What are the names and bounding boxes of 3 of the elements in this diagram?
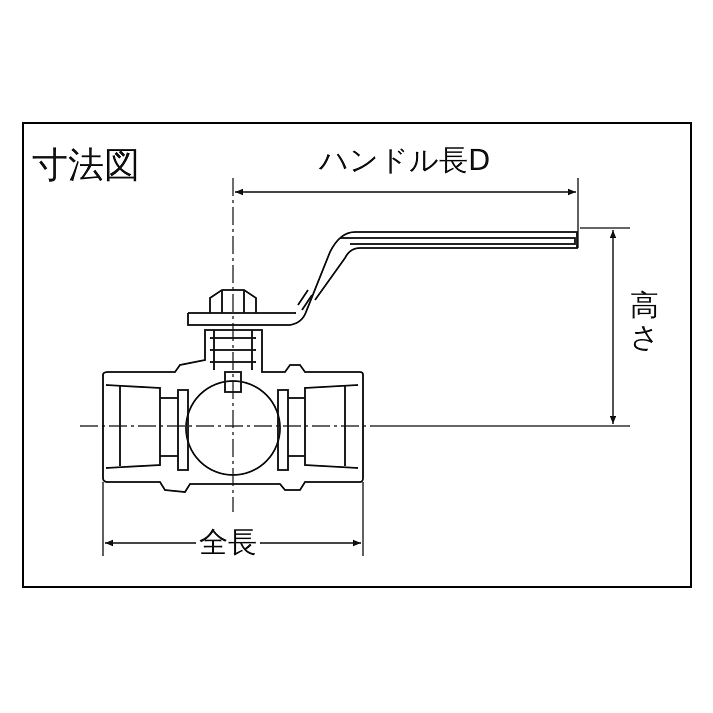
- dimension-label: 高さ: [630, 290, 659, 354]
- dimension-label: 全長: [196, 528, 260, 557]
- drawing-title: 寸法図: [32, 148, 140, 184]
